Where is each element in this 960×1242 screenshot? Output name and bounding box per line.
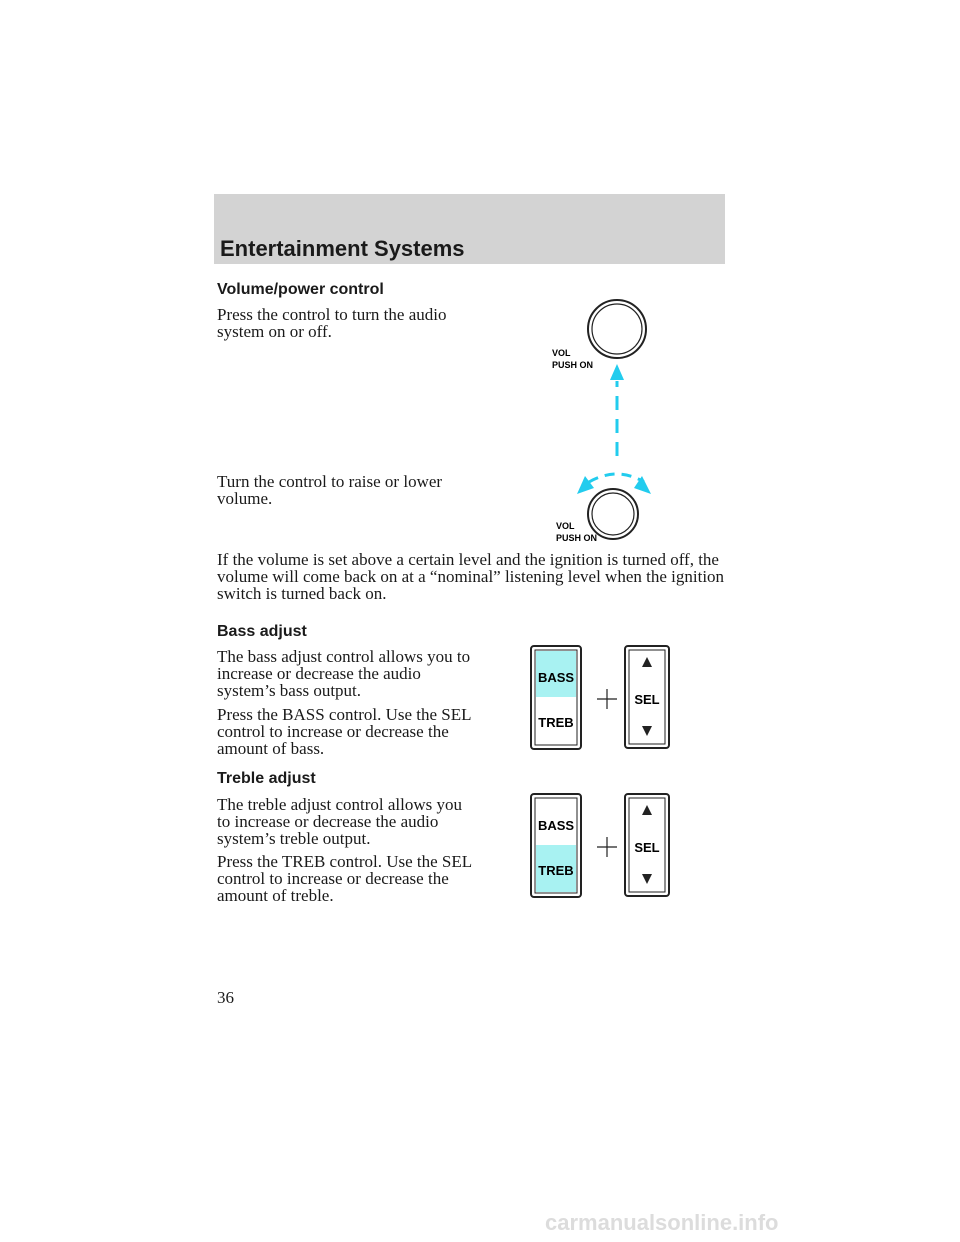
knob-bottom-label-push: PUSH ON	[556, 533, 597, 543]
treb-button-label: TREB	[538, 863, 573, 878]
bass-button-label: BASS	[538, 818, 574, 833]
bass-control-illustration: BASS TREB SEL	[530, 645, 670, 750]
volume-ignition-text: If the volume is set above a certain lev…	[217, 550, 725, 603]
treble-control-illustration: BASS TREB SEL	[530, 793, 670, 898]
page-number: 36	[217, 988, 234, 1007]
plus-icon	[597, 689, 617, 709]
bass-highlight	[536, 651, 576, 697]
down-arrow-icon	[642, 726, 652, 736]
down-arrow-icon	[642, 874, 652, 884]
knob-top-label-push: PUSH ON	[552, 360, 593, 370]
knob-bottom-label-vol: VOL	[556, 521, 575, 531]
sel-button-outline	[624, 645, 670, 749]
volume-press-text: Press the control to turn the audio syst…	[217, 305, 447, 341]
bass-text-1: The bass adjust control allows you to in…	[217, 647, 471, 700]
volume-knob-top	[587, 299, 647, 359]
volume-heading: Volume/power control	[217, 281, 384, 298]
watermark-text: carmanualsonline.info	[545, 1210, 779, 1235]
sel-button-outline	[624, 793, 670, 897]
rotate-arrow-icon	[577, 472, 651, 494]
bass-button-label: BASS	[538, 670, 574, 685]
bass-heading: Bass adjust	[217, 623, 307, 640]
treble-heading: Treble adjust	[217, 770, 316, 787]
treb-button-label: TREB	[538, 715, 573, 730]
treble-text-1: The treble adjust control allows you to …	[217, 795, 463, 848]
sel-button-label: SEL	[634, 840, 659, 855]
volume-knob-illustration: VOL PUSH ON VOL PUSH ON	[552, 299, 651, 543]
treb-highlight	[536, 845, 576, 892]
page-title: Entertainment Systems	[220, 236, 465, 261]
treble-text-2: Press the TREB control. Use the SEL cont…	[217, 852, 472, 905]
sel-button-label: SEL	[634, 692, 659, 707]
bass-text-2: Press the BASS control. Use the SEL cont…	[217, 705, 471, 758]
volume-knob-bottom	[587, 488, 639, 540]
up-arrow-icon	[642, 805, 652, 815]
knob-top-label-vol: VOL	[552, 348, 571, 358]
push-arrow-icon	[610, 364, 624, 456]
plus-icon	[597, 837, 617, 857]
up-arrow-icon	[642, 657, 652, 667]
header-band	[214, 194, 725, 264]
volume-turn-text: Turn the control to raise or lower volum…	[217, 472, 443, 508]
